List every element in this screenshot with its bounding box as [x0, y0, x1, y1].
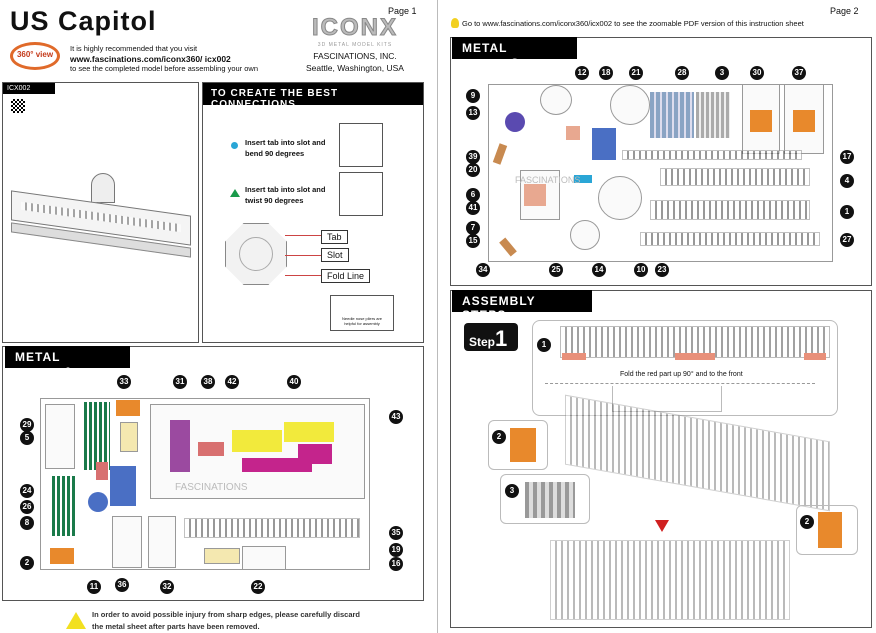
qr-code: [11, 99, 25, 113]
model-preview-panel: ICX002: [2, 82, 199, 343]
page-divider: [437, 0, 438, 633]
part-badge: 28: [675, 66, 689, 80]
fold-line-callout: Fold Line: [321, 269, 371, 283]
part-badge: 17: [840, 150, 854, 164]
triangle-tab-icon: [230, 189, 240, 197]
step-badge: Step1: [464, 323, 518, 351]
part-badge: 5: [20, 431, 34, 445]
part-badge: 3: [715, 66, 729, 80]
part-badge: 20: [466, 163, 480, 177]
part-badge: 16: [389, 557, 403, 571]
hint-text: Go to www.fascinations.com/iconx360/icx0…: [462, 19, 804, 28]
warning-text: In order to avoid possible injury from s…: [92, 610, 360, 619]
part-badge: 27: [840, 233, 854, 247]
part-badge: 37: [792, 66, 806, 80]
bend-text: Insert tab into slot and: [245, 138, 326, 147]
model-code-tab: ICX002: [3, 83, 55, 94]
part-badge: 19: [389, 543, 403, 557]
part-badge: 15: [466, 234, 480, 248]
part-badge: 41: [466, 201, 480, 215]
substep-badge: 3: [505, 484, 519, 498]
part-badge: 30: [750, 66, 764, 80]
part-badge: 25: [549, 263, 563, 277]
step1-diagram-box: [532, 320, 838, 416]
twist-diagram: [339, 172, 383, 216]
warning-icon: [66, 612, 86, 629]
part-badge: 32: [160, 580, 174, 594]
connections-panel: TO CREATE THE BEST CONNECTIONS Insert ta…: [202, 82, 424, 343]
part-badge: 33: [117, 375, 131, 389]
part-badge: 6: [466, 188, 480, 202]
part-badge: 26: [20, 500, 34, 514]
completed-step-model: [550, 540, 790, 620]
down-arrow-icon: [655, 520, 669, 532]
substep-2-box-right: [796, 505, 858, 555]
company-name: FASCINATIONS, INC.: [313, 51, 397, 61]
part-badge: 18: [599, 66, 613, 80]
page1-title: US Capitol: [10, 6, 157, 36]
part-badge: 11: [87, 580, 101, 594]
part-badge: 21: [629, 66, 643, 80]
fold-instruction: Fold the red part up 90° and to the fron…: [620, 371, 743, 378]
company-location: Seattle, Washington, USA: [306, 63, 404, 73]
part-badge: 22: [251, 580, 265, 594]
capitol-model-image: [11, 173, 191, 263]
part-badge: 39: [466, 150, 480, 164]
part-badge: 34: [476, 263, 490, 277]
part-badge: 10: [634, 263, 648, 277]
substep-badge: 1: [537, 338, 551, 352]
part-badge: 38: [201, 375, 215, 389]
part-badge: 43: [389, 410, 403, 424]
part-badge: 4: [840, 174, 854, 188]
part-badge: 31: [173, 375, 187, 389]
part-badge: 13: [466, 106, 480, 120]
part-badge: 12: [575, 66, 589, 80]
part-badge: 36: [115, 578, 129, 592]
part-badge: 2: [20, 556, 34, 570]
connections-header: TO CREATE THE BEST CONNECTIONS: [203, 83, 423, 110]
part-badge: 8: [20, 516, 34, 530]
bend-diagram: [339, 123, 383, 167]
page1-label: Page 1: [388, 6, 417, 16]
tab-callout: Tab: [321, 230, 348, 244]
substep-badge: 2: [492, 430, 506, 444]
part-badge: 40: [287, 375, 301, 389]
page2-label: Page 2: [830, 6, 859, 16]
lightbulb-icon: [451, 18, 459, 28]
part-badge: 1: [840, 205, 854, 219]
iconx-logo: ICONX 3D METAL MODEL KITS: [311, 14, 398, 49]
bend-text-2: bend 90 degrees: [245, 149, 305, 158]
part-badge: 42: [225, 375, 239, 389]
warning-text-2: the metal sheet after parts have been re…: [92, 622, 260, 631]
substep-2-box: [488, 420, 548, 470]
slot-callout: Slot: [321, 248, 349, 262]
assembly-steps-header: ASSEMBLY STEPS: [452, 290, 592, 322]
part-badge: 7: [466, 221, 480, 235]
part-badge: 29: [20, 418, 34, 432]
part-badge: 14: [592, 263, 606, 277]
substep-badge: 2: [800, 515, 814, 529]
part-badge: 24: [20, 484, 34, 498]
circle-tab-icon: [231, 142, 238, 149]
twist-text-2: twist 90 degrees: [245, 196, 304, 205]
part-badge: 23: [655, 263, 669, 277]
twist-text: Insert tab into slot and: [245, 185, 326, 194]
substep-3-box: [500, 474, 590, 524]
part-badge: 35: [389, 526, 403, 540]
360-view-icon: 360° view: [10, 42, 60, 70]
part-badge: 9: [466, 89, 480, 103]
